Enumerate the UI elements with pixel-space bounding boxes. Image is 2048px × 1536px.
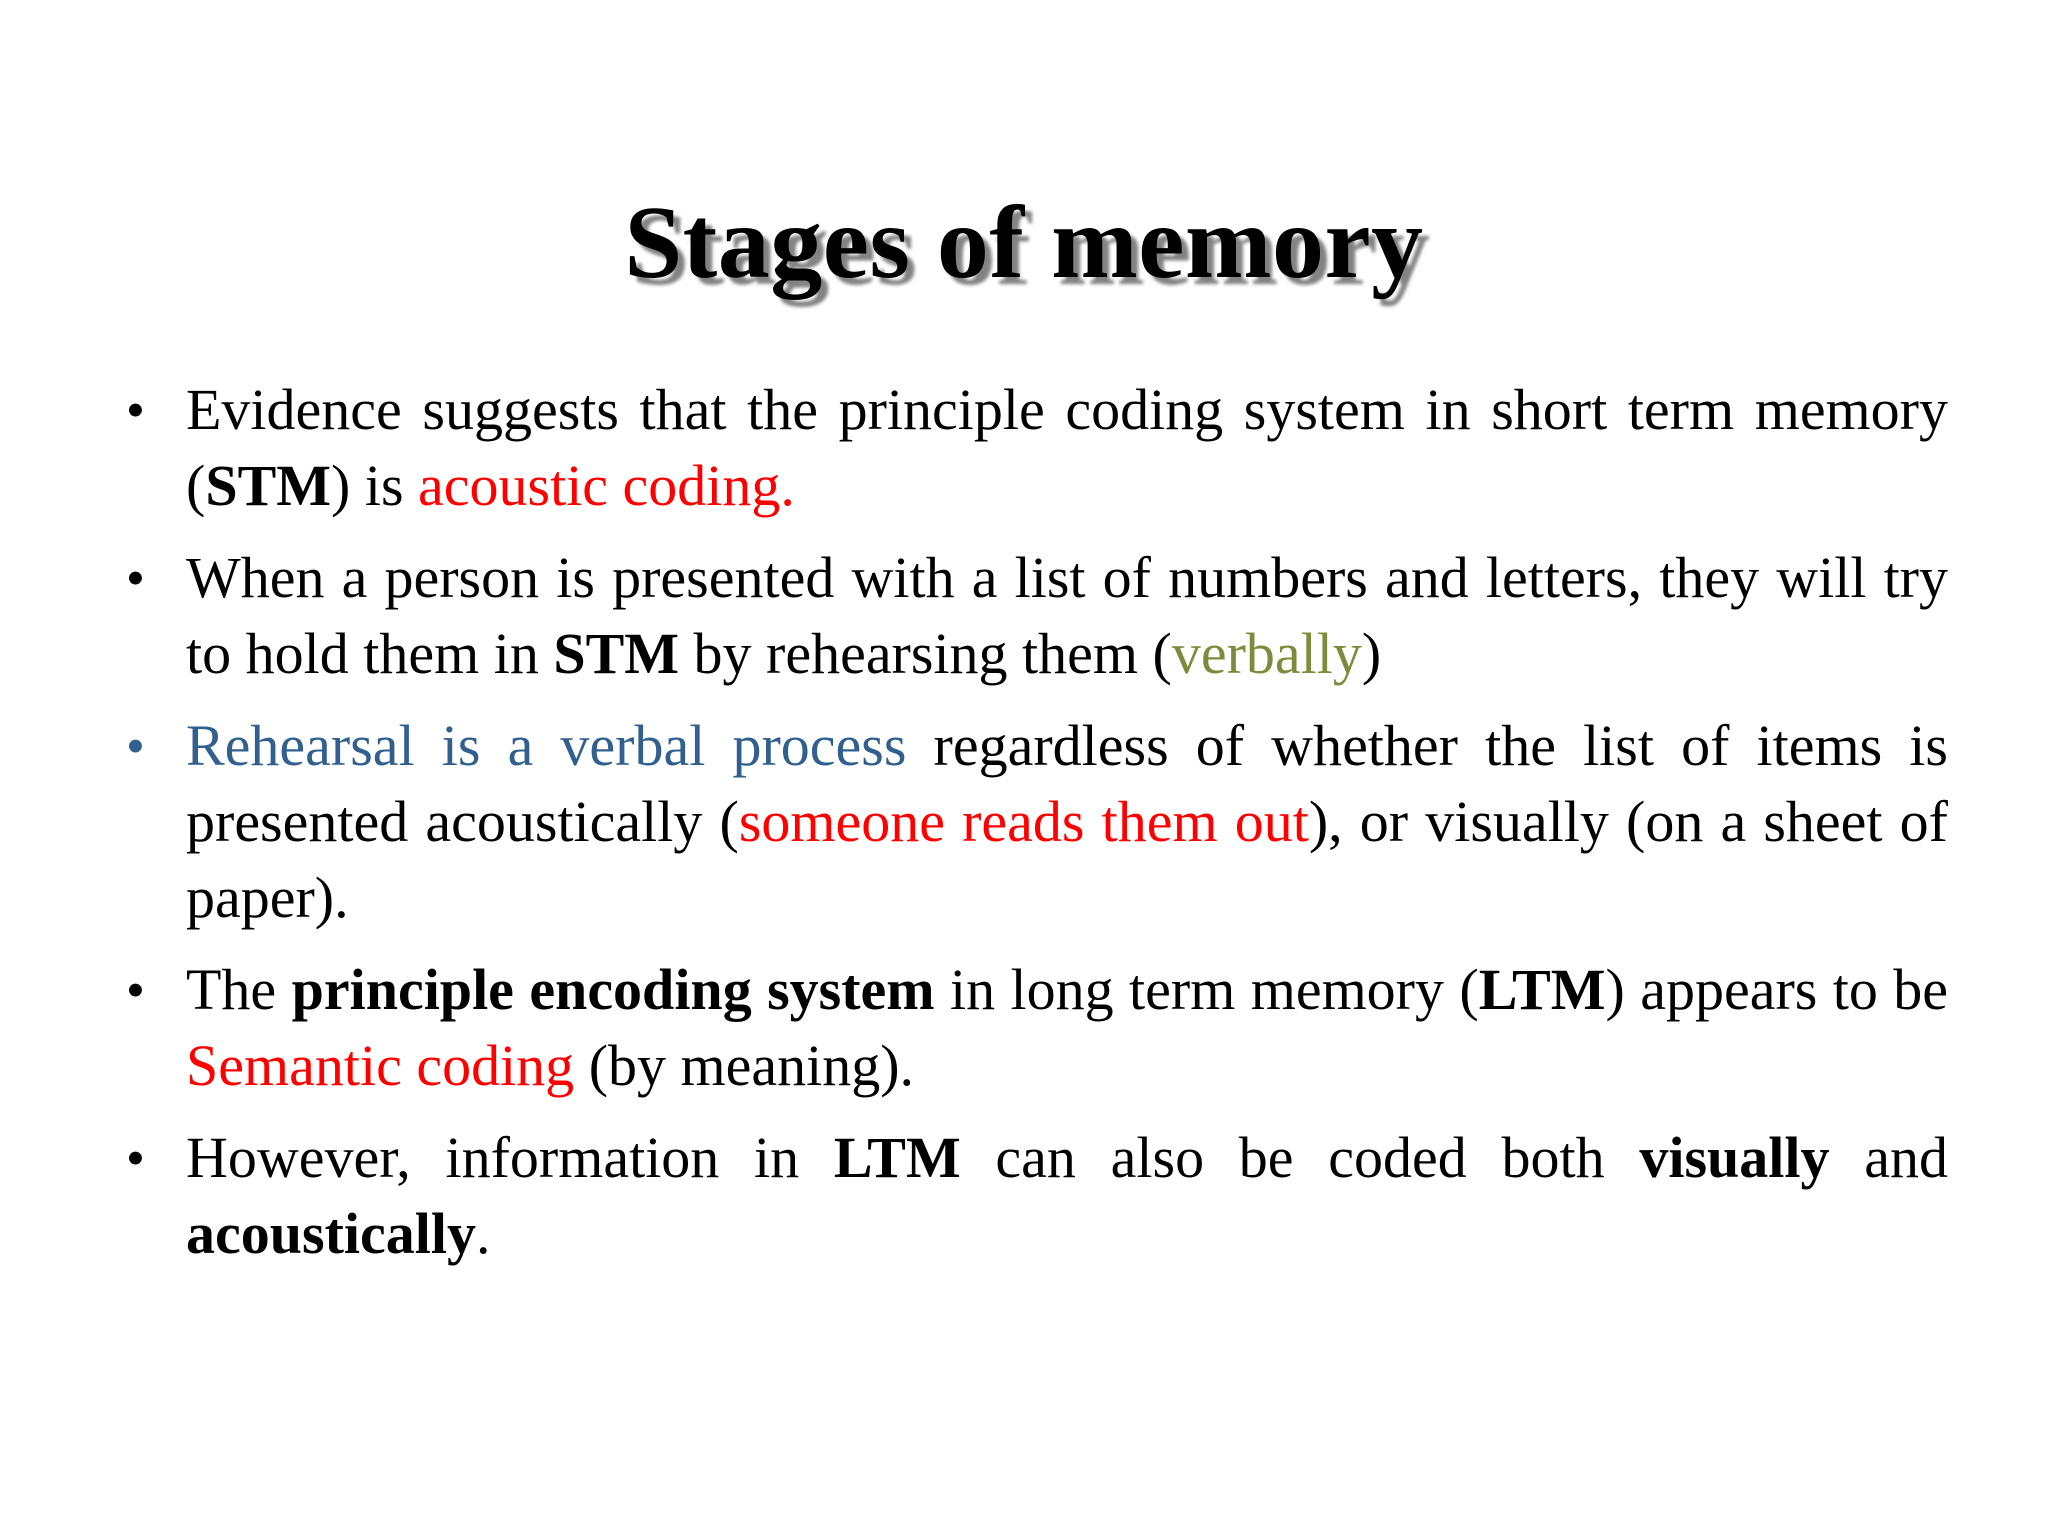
text-run-bold: STM [205,453,332,518]
list-item: • Rehearsal is a verbal process regardles… [118,708,1948,936]
bullet-marker-icon: • [126,716,145,776]
bullet-ltm-visual-acoustic: However, information in LTM can also be … [186,1120,1948,1272]
list-item: • However, information in LTM can also be… [118,1120,1948,1272]
text-run-normal: regardless of whether the list of items … [186,713,1948,854]
text-run-red: Semantic coding [186,1033,575,1098]
list-item: • When a person is presented with a list … [118,540,1948,692]
bullet-marker-icon: • [126,960,145,1020]
bullet-ltm-semantic-coding: The principle encoding system in long te… [186,952,1948,1104]
text-run-red: someone reads them out [738,789,1309,854]
text-run-normal: ), or visually (on a sheet of paper). [186,789,1948,930]
text-run-normal: ) is [331,453,419,518]
text-run-normal: . [475,1201,491,1266]
text-run-normal: The [186,957,292,1022]
bullet-rehearsing-verbally: When a person is presented with a list o… [186,540,1948,692]
bullet-rehearsal-verbal-process: Rehearsal is a verbal process regardless… [186,708,1948,936]
text-run-normal: Evidence suggests that the principle cod… [186,377,1948,518]
text-run-normal: ) appears to be [1605,957,1948,1022]
bullet-list: • Evidence suggests that the principle co… [118,372,1948,1288]
page-title: Stages of memory [624,184,1424,300]
text-run-red: acoustic coding. [418,453,795,518]
text-run-normal: and [1829,1125,1948,1190]
text-run-blue: Rehearsal is a verbal process [186,713,907,778]
text-run-normal: When a person is presented with a list o… [186,545,1948,686]
text-run-bold: principle encoding system [291,957,935,1022]
bullet-marker-icon: • [126,548,145,608]
text-run-bold: STM [553,621,680,686]
text-run-bold: LTM [833,1125,961,1190]
bullet-marker-icon: • [126,380,145,440]
list-item: • The principle encoding system in long t… [118,952,1948,1104]
bullet-marker-icon: • [126,1128,145,1188]
text-run-normal: in long term memory ( [934,957,1479,1022]
text-run-bold: LTM [1478,957,1606,1022]
text-run-normal: ) [1361,621,1382,686]
text-run-normal: by rehearsing them ( [679,621,1172,686]
text-run-normal: However, information in [186,1125,834,1190]
list-item: • Evidence suggests that the principle co… [118,372,1948,524]
text-run-bold: acoustically [186,1201,476,1266]
text-run-bold: visually [1639,1125,1830,1190]
text-run-normal: can also be coded both [960,1125,1640,1190]
bullet-stm-acoustic-coding: Evidence suggests that the principle cod… [186,372,1948,524]
text-run-normal: (by meaning). [574,1033,915,1098]
text-run-olive: verbally [1171,621,1362,686]
